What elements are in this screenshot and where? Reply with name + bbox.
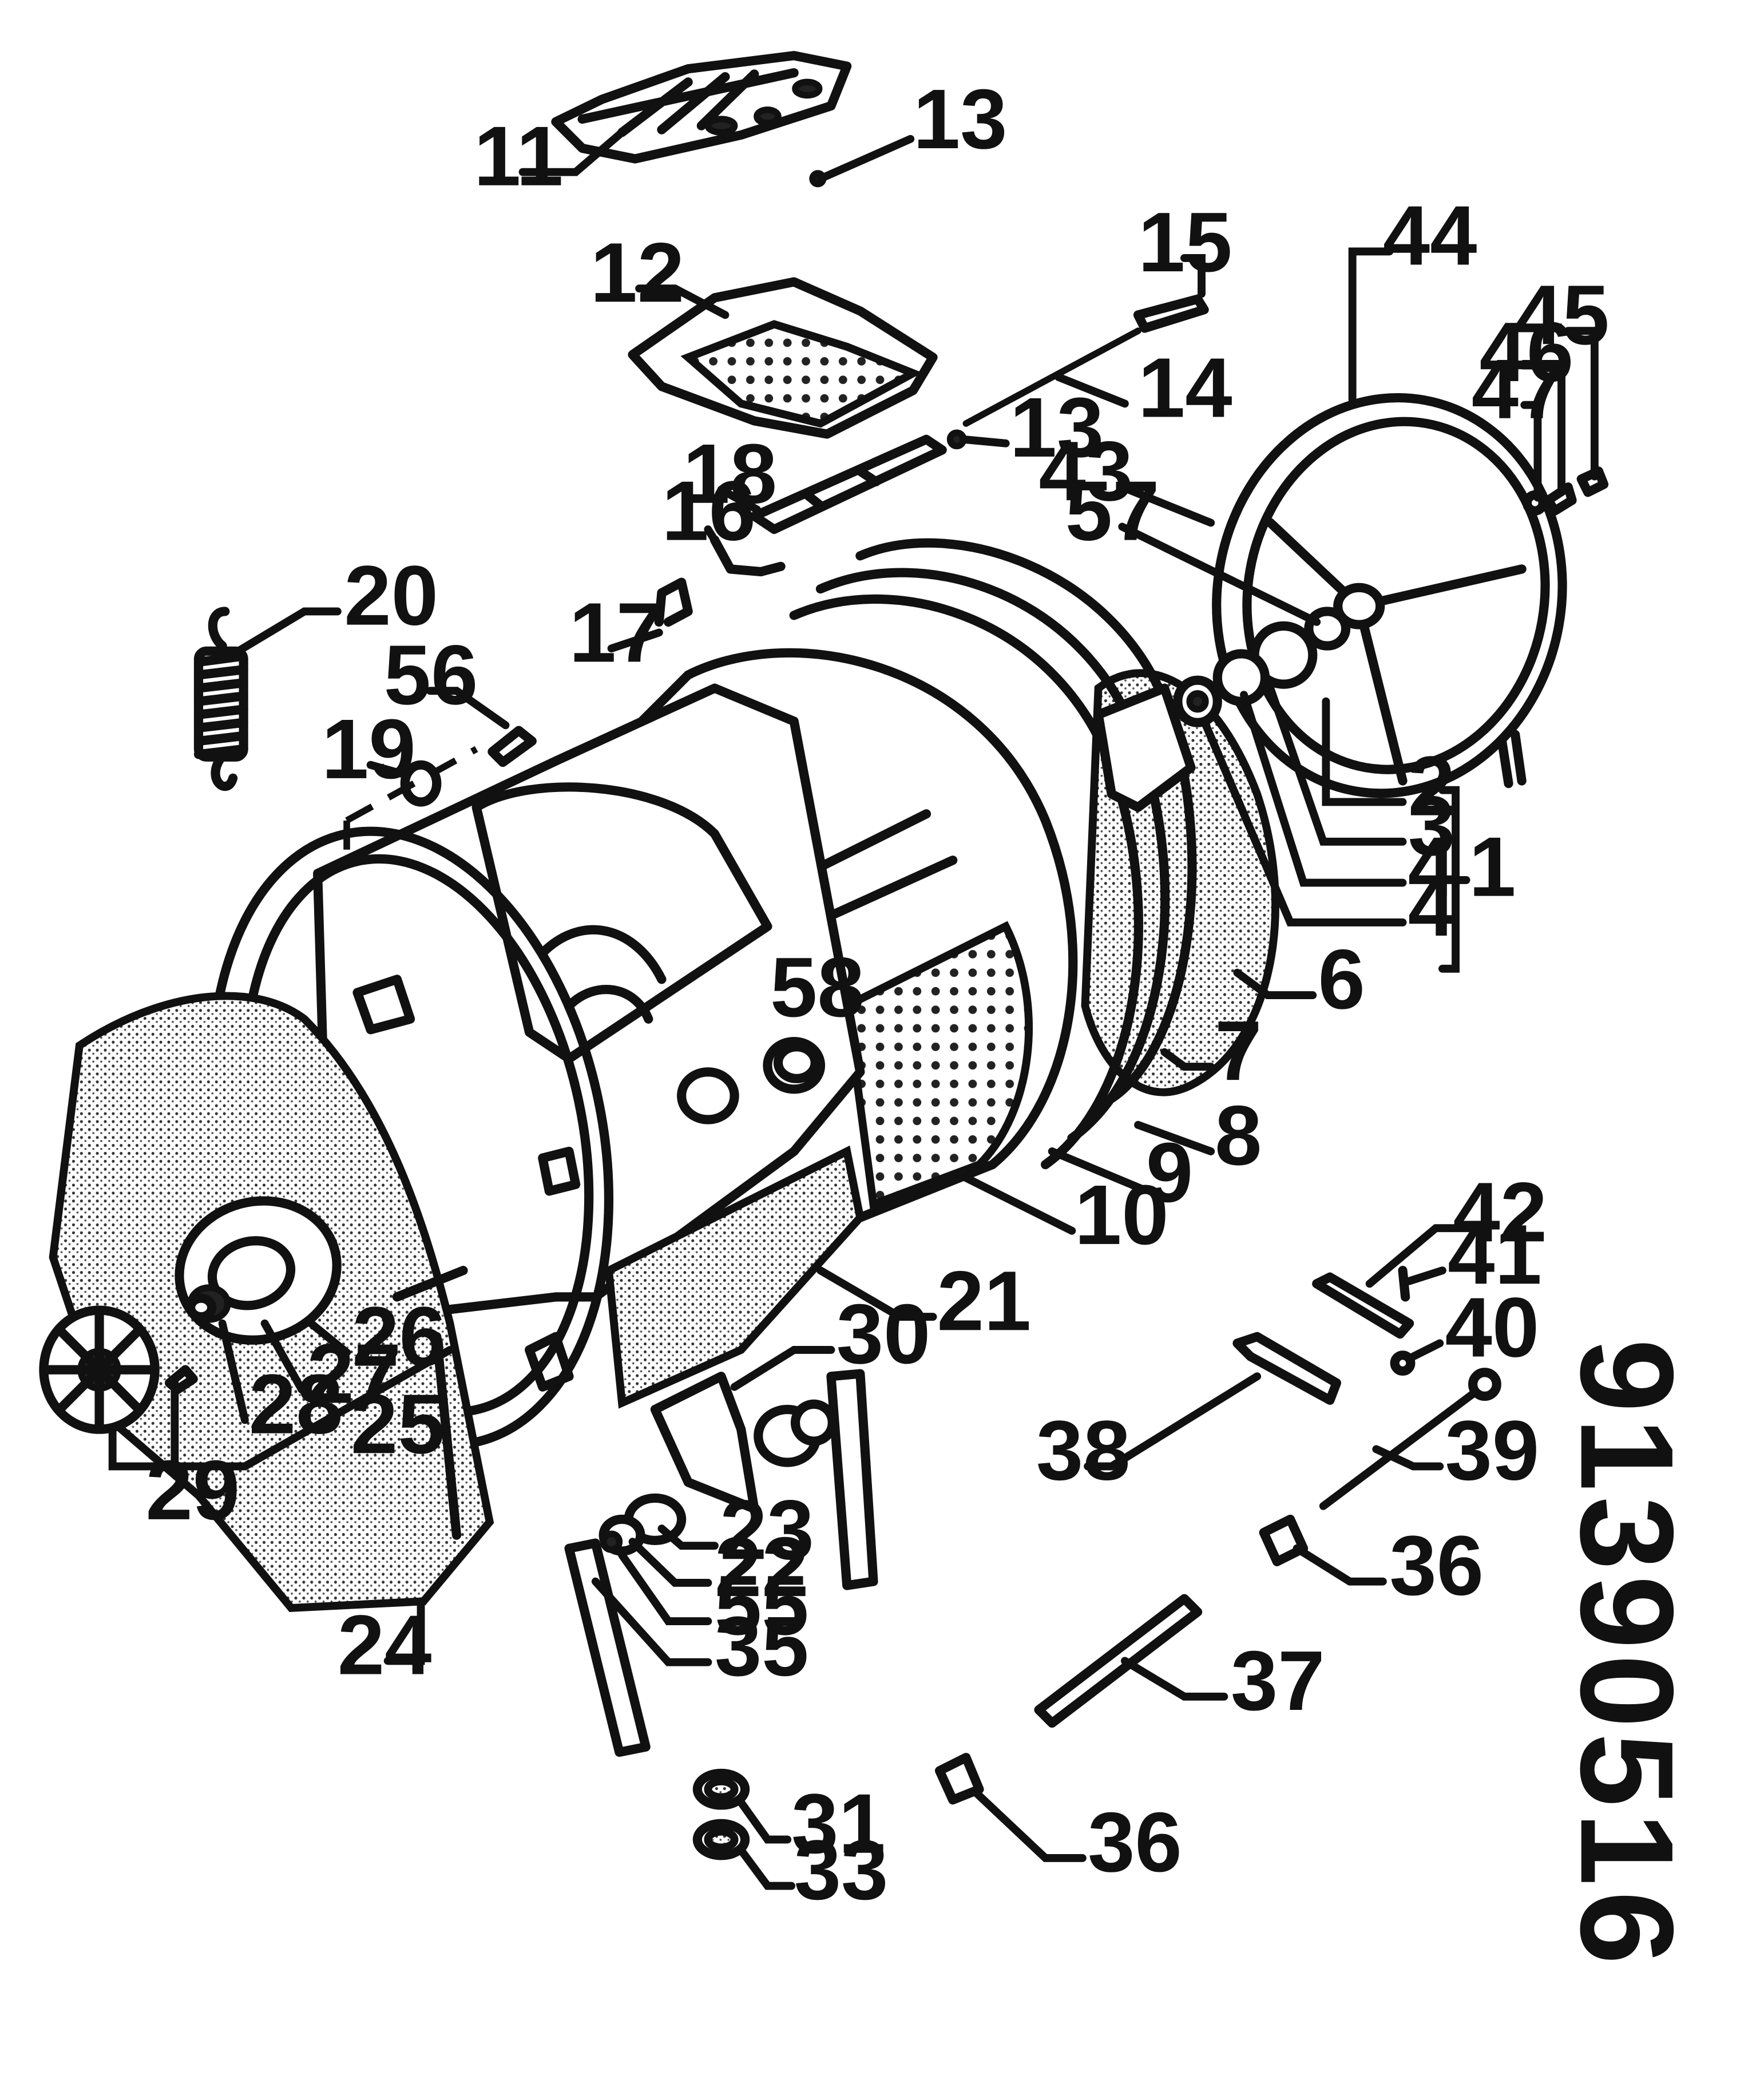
callout-1: 1 <box>1469 820 1516 914</box>
part-30-cover <box>650 1372 759 1514</box>
part-36-bush-lower <box>935 1753 984 1805</box>
part-15-pin <box>1133 294 1209 333</box>
callout-21: 21 <box>937 1254 1031 1348</box>
callout-labels: 11 13 12 15 14 13 44 45 46 47 43 57 18 1… <box>146 72 1610 1918</box>
callout-30: 30 <box>837 1287 931 1381</box>
callout-4-a: 4 <box>1408 820 1455 914</box>
part-58-boss <box>773 1042 820 1083</box>
part-18-bracket <box>750 434 947 534</box>
callout-39: 39 <box>1445 1404 1540 1498</box>
part-39-long-bolt <box>1319 1383 1486 1510</box>
callout-13-mid: 13 <box>1010 381 1104 475</box>
part-39-bolt-head <box>1468 1368 1501 1401</box>
reference-code: 91390516 <box>1553 1338 1700 1970</box>
part-23-damper-socket <box>598 1493 687 1556</box>
callout-14: 14 <box>1138 340 1232 435</box>
callout-24: 24 <box>338 1598 432 1693</box>
callout-28: 28 <box>249 1357 343 1452</box>
callout-20: 20 <box>344 549 438 643</box>
tub-rear-bracket <box>1093 683 1196 812</box>
callout-15: 15 <box>1138 195 1232 290</box>
callout-47: 47 <box>1472 342 1566 437</box>
part-33-texture <box>704 1827 739 1852</box>
part-12-perforated-panel <box>628 277 938 439</box>
callout-8: 8 <box>1215 1088 1262 1183</box>
callout-45: 45 <box>1515 268 1610 362</box>
part-38-friction-pad <box>1232 1332 1341 1405</box>
part-20-spring <box>193 607 248 791</box>
part-42-strip <box>1312 1272 1414 1339</box>
callout-11: 11 <box>474 109 563 204</box>
part-35-strap-left <box>564 1538 651 1757</box>
part-28-bearing <box>186 1293 217 1322</box>
part-4-seal-b <box>1186 690 1209 713</box>
callout-37: 37 <box>1231 1634 1325 1728</box>
callout-13-top: 13 <box>913 72 1008 167</box>
callout-55: 55 <box>715 1558 809 1653</box>
callout-42: 42 <box>1453 1165 1547 1260</box>
callout-25: 25 <box>351 1377 445 1471</box>
callout-19: 19 <box>322 702 416 797</box>
callout-9: 9 <box>1146 1126 1193 1220</box>
callout-33: 33 <box>794 1823 889 1918</box>
callout-38: 38 <box>1036 1404 1131 1498</box>
callout-4-b: 4 <box>1408 860 1455 954</box>
part-19-bushing <box>400 760 442 807</box>
part-31-texture <box>704 1777 739 1801</box>
part-41-pin <box>1398 1266 1410 1302</box>
damper-strap-right <box>826 1369 878 1590</box>
callout-17: 17 <box>569 585 664 680</box>
callout-35: 35 <box>715 1599 809 1694</box>
callout-2: 2 <box>1408 739 1455 834</box>
callout-6: 6 <box>1318 932 1365 1027</box>
callout-46: 46 <box>1480 305 1574 399</box>
callout-7: 7 <box>1215 1004 1262 1098</box>
part-16-clip <box>709 535 786 577</box>
callout-23: 23 <box>720 1483 814 1577</box>
callout-57: 57 <box>1065 464 1160 559</box>
callout-58: 58 <box>770 940 865 1035</box>
part-36-bush-upper <box>1259 1514 1309 1567</box>
part-40-nut <box>1390 1351 1416 1376</box>
part-56-bolt <box>487 726 537 767</box>
part-44-pulley-wheel <box>1212 393 1567 798</box>
callout-40: 40 <box>1445 1280 1540 1375</box>
callout-56: 56 <box>384 628 478 722</box>
damper-mount <box>754 1399 837 1467</box>
part-3-bearing <box>1212 649 1270 706</box>
callout-41: 41 <box>1448 1207 1542 1302</box>
part-37-tube <box>1034 1594 1203 1728</box>
callout-22: 22 <box>715 1520 809 1614</box>
drum-pulley-hub <box>39 1305 160 1434</box>
part-11-top-shield <box>551 51 852 164</box>
drum-tub-assembly <box>207 538 1279 1450</box>
callout-36-lower: 36 <box>1088 1795 1182 1890</box>
callout-36-upper: 36 <box>1389 1519 1484 1613</box>
part-14-rod <box>962 327 1141 427</box>
callout-29: 29 <box>146 1443 240 1538</box>
callout-27: 27 <box>307 1326 402 1421</box>
callout-12: 12 <box>590 225 685 320</box>
callout-16: 16 <box>661 464 756 559</box>
leader-lines <box>171 128 1599 1890</box>
callout-3: 3 <box>1408 779 1455 873</box>
callout-44: 44 <box>1383 189 1477 283</box>
callout-31: 31 <box>791 1777 886 1871</box>
callout-43: 43 <box>1039 424 1133 518</box>
callout-10: 10 <box>1075 1168 1169 1262</box>
callout-26: 26 <box>352 1290 446 1384</box>
part-17-hook <box>654 577 693 627</box>
callout-18: 18 <box>683 427 777 521</box>
